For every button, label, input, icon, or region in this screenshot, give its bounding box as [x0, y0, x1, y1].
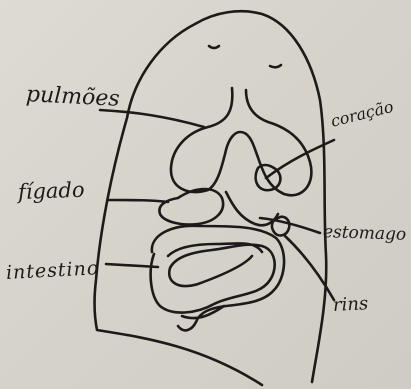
- label-rins: rins: [332, 293, 368, 316]
- label-estomago: estomago: [323, 222, 407, 245]
- leader-figado: [108, 200, 168, 202]
- label-figado: fígado: [18, 178, 85, 204]
- body-outline: [94, 11, 326, 385]
- left-eye: [209, 46, 219, 48]
- liver-drawing: [159, 189, 223, 225]
- leader-pulmoes: [100, 110, 204, 127]
- lungs-drawing: [171, 88, 311, 195]
- label-pulmoes: pulmões: [25, 82, 120, 112]
- right-eye: [270, 65, 281, 67]
- intestine-drawing: [151, 226, 284, 331]
